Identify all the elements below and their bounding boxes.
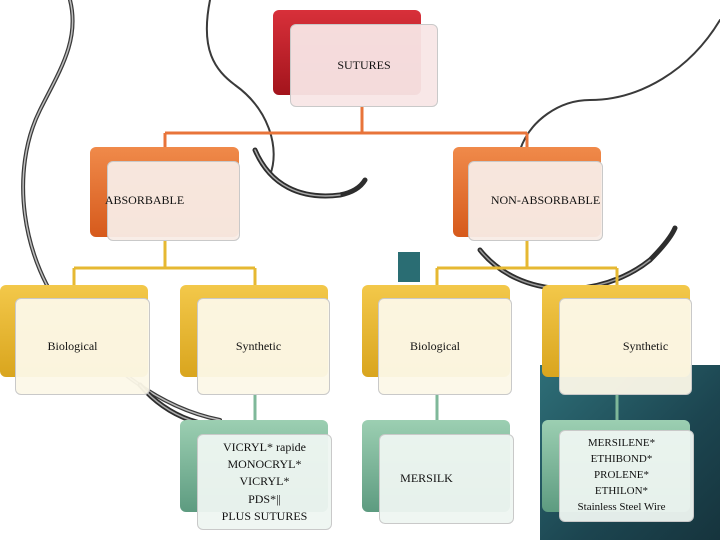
node-label-box: MERSILK: [379, 434, 514, 524]
node-non-absorbable-synthetic[interactable]: Synthetic: [542, 285, 692, 395]
node-label-box: Biological: [15, 298, 150, 395]
node-absorbable-synthetic-products[interactable]: VICRYL* rapide MONOCRYL* VICRYL* PDS*|| …: [180, 420, 332, 530]
node-label-biological: Biological: [47, 338, 98, 353]
node-label-mersilk: MERSILK: [400, 471, 453, 486]
node-label-box: SUTURES: [290, 24, 438, 107]
node-label-box: Synthetic: [559, 298, 692, 395]
node-label-biological: Biological: [410, 338, 460, 353]
node-label-non-absorbable: NON-ABSORBABLE: [490, 193, 601, 208]
node-non-absorbable-synthetic-products[interactable]: MERSILENE* ETHIBOND* PROLENE* ETHILON* S…: [542, 420, 694, 522]
node-label-sutures: SUTURES: [337, 57, 391, 72]
connector-root-level1: [163, 107, 529, 150]
node-absorbable-biological[interactable]: Biological: [0, 285, 150, 395]
node-label-box: VICRYL* rapide MONOCRYL* VICRYL* PDS*|| …: [197, 434, 332, 530]
node-absorbable[interactable]: ABSORBABLE: [90, 147, 240, 241]
node-label-box: ABSORBABLE: [104, 161, 240, 241]
connector-level2-level3: [253, 395, 619, 422]
node-non-absorbable-biological-products[interactable]: MERSILK: [362, 420, 514, 524]
connector-level1-level2: [72, 240, 619, 287]
node-label-box: MERSILENE* ETHIBOND* PROLENE* ETHILON* S…: [559, 430, 694, 522]
node-label-box: NON-ABSORBABLE: [468, 161, 603, 241]
node-label-non-absorbable-synthetic-products: MERSILENE* ETHIBOND* PROLENE* ETHILON* S…: [577, 437, 666, 513]
node-sutures[interactable]: SUTURES: [273, 10, 438, 107]
node-non-absorbable[interactable]: NON-ABSORBABLE: [453, 147, 603, 241]
node-label-synthetic: Synthetic: [235, 338, 282, 353]
node-non-absorbable-biological[interactable]: Biological: [362, 285, 512, 395]
node-label-synthetic: Synthetic: [622, 338, 669, 353]
background-teal-strip: [398, 252, 420, 282]
node-label-box: Synthetic: [197, 298, 330, 395]
node-label-absorbable-synthetic-products: VICRYL* rapide MONOCRYL* VICRYL* PDS*|| …: [221, 439, 308, 524]
node-label-absorbable: ABSORBABLE: [104, 193, 185, 208]
node-absorbable-synthetic[interactable]: Synthetic: [180, 285, 330, 395]
node-label-box: Biological: [378, 298, 512, 395]
